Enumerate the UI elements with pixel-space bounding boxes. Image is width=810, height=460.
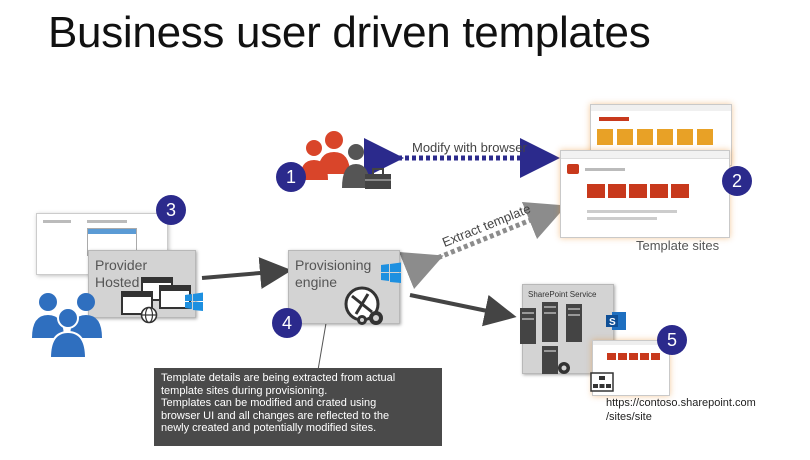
step-badge-2: 2 xyxy=(722,166,752,196)
engine-line1: Provisioning xyxy=(295,257,372,273)
sharepoint-logo-icon: S xyxy=(606,312,626,330)
globe-icon xyxy=(140,306,158,324)
engine-line2: engine xyxy=(295,274,338,290)
provider-to-engine-arrow xyxy=(201,257,292,289)
callout-line-3: Templates can be modified and crated usi… xyxy=(161,397,377,409)
extract-arrow xyxy=(398,202,567,290)
step-badge-3: 3 xyxy=(156,195,186,225)
toolbox-icon xyxy=(365,168,391,189)
sharepoint-service-label: SharePoint Service xyxy=(528,290,597,299)
user-group-icon xyxy=(300,131,370,188)
windows-logo-icon xyxy=(185,292,203,311)
step-badge-1: 1 xyxy=(276,162,306,192)
provider-hosted-line2: Hosted xyxy=(95,274,140,290)
business-users-icon xyxy=(32,293,102,358)
engine-to-sharepoint-arrow xyxy=(409,293,517,327)
callout-line-1: Template details are being extracted fro… xyxy=(161,372,396,384)
site-url-line2: /sites/site xyxy=(606,411,652,423)
windows-logo-icon xyxy=(381,262,401,283)
provisioning-engine-box: Provisioning engine xyxy=(288,250,400,324)
template-sites-label: Template sites xyxy=(636,238,720,253)
site-collection-icon xyxy=(590,372,614,392)
server-icon xyxy=(520,302,582,374)
provider-hosted-line1: Provider xyxy=(95,257,148,273)
callout-line-2: template sites during provisioning. xyxy=(161,384,328,397)
site-url-line1: https://contoso.sharepoint.com xyxy=(606,397,756,409)
step-badge-5: 5 xyxy=(657,325,687,355)
engine-gear-icon xyxy=(344,286,383,325)
callout-line-5: newly created and potentially modified s… xyxy=(161,422,377,434)
callout-line-4: browser UI and all changes are reflected… xyxy=(161,409,390,422)
template-site-screenshot-front xyxy=(560,150,730,238)
modify-arrow-label: Modify with browser xyxy=(412,140,527,155)
description-callout: Template details are being extracted fro… xyxy=(154,368,442,446)
step-badge-4: 4 xyxy=(272,308,302,338)
page-title: Business user driven templates xyxy=(48,8,651,57)
svg-text:S: S xyxy=(609,317,616,328)
